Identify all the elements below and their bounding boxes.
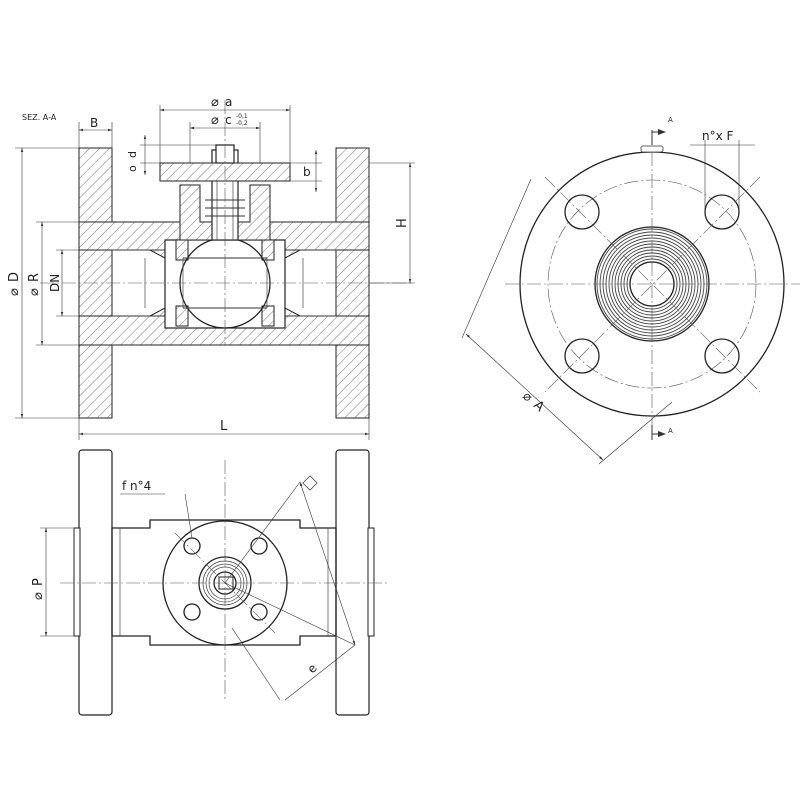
dim-o-label: o [126, 165, 139, 172]
bolt-hole-top-right [704, 194, 740, 230]
dim-R-symbol: ⌀ [27, 288, 42, 296]
top-left-raised-face [73, 527, 81, 637]
top-view: f n°4 ⌀ P e [31, 449, 390, 716]
section-marker-top: A [668, 116, 673, 124]
dim-b-label: b [303, 165, 311, 179]
section-view: SEZ. A-A [7, 95, 415, 440]
dim-fn4-label: f n°4 [122, 479, 151, 493]
top-bolt-hole-1 [183, 537, 201, 555]
bonnet [179, 184, 271, 241]
dim-DN-label: DN [48, 274, 62, 292]
dim-P-label: P [31, 578, 46, 586]
bolt-hole-bottom-left [564, 338, 600, 374]
right-seat-lower [261, 305, 275, 327]
top-bolt-hole-2 [250, 537, 268, 555]
dim-c-symbol: ⌀ [211, 113, 219, 128]
dim-B-label: B [90, 116, 98, 130]
dim-c-tol-lower: -0,2 [236, 120, 248, 127]
section-label: SEZ. A-A [22, 113, 57, 122]
top-left-flange [78, 449, 113, 716]
dim-e-label: e [304, 661, 320, 675]
left-seat [175, 239, 189, 261]
dim-d-label: d [126, 151, 139, 158]
flange-diagonal-1 [544, 176, 761, 393]
top-right-flange [335, 449, 370, 716]
top-bolt-hole-4 [250, 603, 268, 621]
flange-front-view: A A n°x F ⌀ A [461, 116, 800, 465]
right-seat [261, 239, 275, 261]
dim-c-label: c [225, 113, 232, 127]
dim-P-symbol: ⌀ [31, 592, 46, 600]
dim-D-symbol: ⌀ [7, 288, 22, 296]
dim-a-symbol: ⌀ [211, 95, 219, 110]
dim-c-tol-upper: -0,1 [236, 113, 248, 120]
top-right-raised-face [367, 527, 375, 637]
dim-a-label: a [225, 95, 232, 109]
left-seat-lower [175, 305, 189, 327]
dim-L-label: L [220, 419, 228, 434]
bolt-hole-bottom-right [704, 338, 740, 374]
dim-nF-label: n°x F [702, 129, 734, 143]
dim-D-label: D [7, 272, 22, 282]
dim-H-label: H [395, 218, 410, 228]
bolt-hole-top-left [564, 194, 600, 230]
dim-A-label: A [530, 398, 547, 415]
dim-A-symbol: ⌀ [519, 389, 535, 406]
top-bolt-hole-3 [183, 603, 201, 621]
dim-R-label: R [27, 273, 42, 282]
section-marker-bottom: A [668, 427, 673, 435]
